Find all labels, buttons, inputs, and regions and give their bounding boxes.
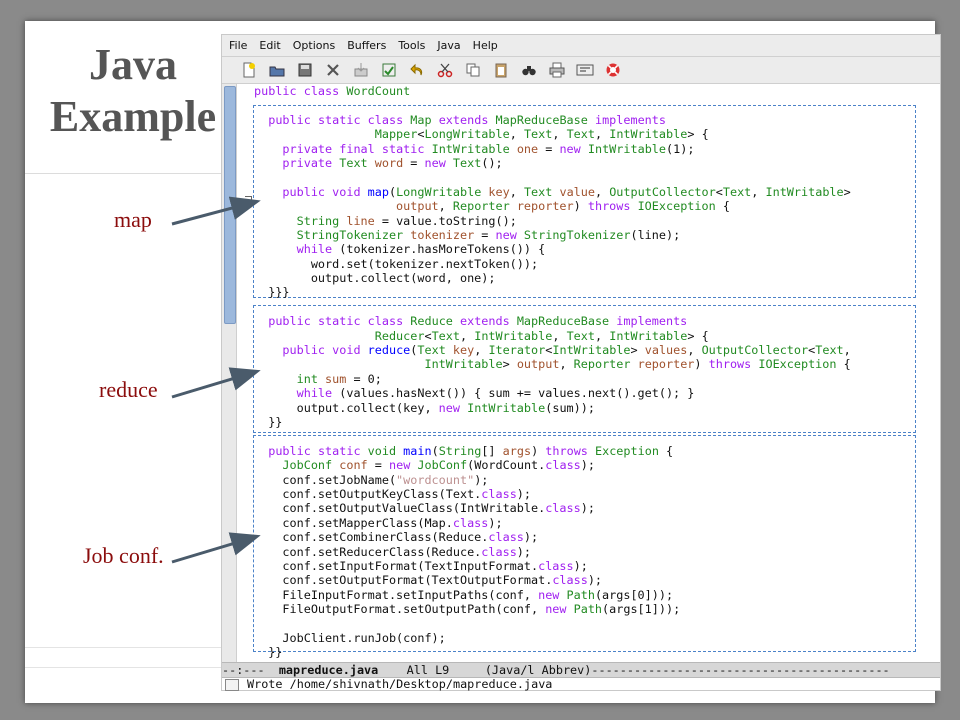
code-line: StringTokenizer tokenizer = new StringTo… <box>296 227 681 242</box>
title-box: Java Example <box>25 21 222 174</box>
copy-icon[interactable] <box>463 60 483 80</box>
menu-file[interactable]: File <box>229 39 248 52</box>
slide-title-line2: Example <box>49 92 217 141</box>
search-binoculars-icon[interactable] <box>519 60 539 80</box>
code-line: conf.setInputFormat(TextInputFormat.clas… <box>254 558 588 573</box>
modeline-position: All L9 <box>378 663 485 677</box>
menu-buffers[interactable]: Buffers <box>347 39 387 52</box>
menu-edit[interactable]: Edit <box>259 39 281 52</box>
code-line: conf.setReducerClass(Reduce.class); <box>254 544 532 559</box>
vertical-scrollbar[interactable] <box>222 84 237 662</box>
code-line: output, Reporter reporter) throws IOExce… <box>396 199 730 214</box>
emacs-window: File Edit Options Buffers Tools Java Help publ… <box>221 34 941 691</box>
echo-message: Wrote /home/shivnath/Desktop/mapreduce.j… <box>247 677 553 691</box>
code-line: Reducer<Text, IntWritable, Text, IntWrit… <box>374 328 709 343</box>
code-line <box>254 616 851 630</box>
code-line: String line = value.toString(); <box>296 213 517 228</box>
code-line: output.collect(key, new IntWritable(sum)… <box>254 400 595 415</box>
divider <box>25 667 222 668</box>
code-line: while (tokenizer.hasMoreTokens()) { <box>296 242 546 257</box>
echo-area[interactable]: Wrote /home/shivnath/Desktop/mapreduce.j… <box>222 677 940 691</box>
preferences-icon[interactable] <box>575 60 595 80</box>
modeline-fill: ----------------------------------------… <box>591 663 890 677</box>
code-line: Mapper<LongWritable, Text, Text, IntWrit… <box>374 127 709 142</box>
code-line: conf.setJobName("wordcount"); <box>254 472 489 487</box>
code-editor[interactable]: public class WordCount public static cla… <box>240 84 940 662</box>
code-line: output.collect(word, one); <box>254 271 496 286</box>
menu-bar: File Edit Options Buffers Tools Java Help <box>222 35 940 57</box>
slide-sidebar: Java Example <box>25 21 222 703</box>
modeline-prefix: --:--- <box>222 663 279 677</box>
code-line: JobClient.runJob(conf); <box>254 630 446 645</box>
undo-doc-icon[interactable] <box>379 60 399 80</box>
code-line: conf.setOutputValueClass(IntWritable.cla… <box>254 501 595 516</box>
code-line: }}} <box>254 285 290 300</box>
reduce-label: reduce <box>99 377 158 402</box>
mode-line: --:--- mapreduce.java All L9 (Java/l Abb… <box>222 662 940 678</box>
code-line: IntWritable> output, Reporter reporter) … <box>424 357 851 372</box>
menu-tools[interactable]: Tools <box>398 39 426 52</box>
modeline-mode: (Java/l Abbrev) <box>484 663 592 677</box>
code-line: public class WordCount <box>254 84 411 98</box>
code-line: conf.setMapperClass(Map.class); <box>254 515 503 530</box>
close-x-icon[interactable] <box>323 60 343 80</box>
new-file-icon[interactable] <box>239 60 259 80</box>
menu-java[interactable]: Java <box>437 39 461 52</box>
code-line: public void map(LongWritable key, Text v… <box>282 184 851 199</box>
code-text[interactable]: public class WordCount public static cla… <box>254 84 851 660</box>
code-line <box>254 170 851 184</box>
toolbar <box>222 57 940 84</box>
undo-arrow-icon[interactable] <box>407 60 427 80</box>
code-line <box>254 98 851 112</box>
code-line: }} <box>254 645 283 660</box>
code-line: conf.setCombinerClass(Reduce.class); <box>254 530 539 545</box>
code-line: int sum = 0; <box>296 371 382 386</box>
paste-clipboard-icon[interactable] <box>491 60 511 80</box>
code-line: FileOutputFormat.setOutputPath(conf, new… <box>254 602 681 617</box>
code-line: public static class Reduce extends MapRe… <box>268 314 688 329</box>
save-as-icon[interactable] <box>351 60 371 80</box>
minibuffer-indicator-icon <box>225 678 239 691</box>
cut-scissors-icon[interactable] <box>435 60 455 80</box>
code-line: private Text word = new Text(); <box>282 155 503 170</box>
code-line <box>254 300 851 314</box>
save-disk-icon[interactable] <box>295 60 315 80</box>
code-line: }} <box>254 414 283 429</box>
help-lifebuoy-icon[interactable] <box>603 60 623 80</box>
code-line: conf.setOutputFormat(TextOutputFormat.cl… <box>254 573 603 588</box>
code-line: public static void main(String[] args) t… <box>268 443 674 458</box>
code-line: public void reduce(Text key, Iterator<In… <box>282 343 851 358</box>
menu-help[interactable]: Help <box>472 39 498 52</box>
code-line: public static class Map extends MapReduc… <box>268 112 666 127</box>
slide-title: Java Example <box>43 39 223 143</box>
slide-title-line1: Java <box>89 40 177 89</box>
map-label: map <box>114 207 152 232</box>
code-line: word.set(tokenizer.nextToken()); <box>254 256 539 271</box>
open-folder-icon[interactable] <box>267 60 287 80</box>
code-line: conf.setOutputKeyClass(Text.class); <box>254 486 532 501</box>
scrollbar-thumb[interactable] <box>224 86 236 324</box>
menu-options[interactable]: Options <box>292 39 336 52</box>
code-line: JobConf conf = new JobConf(WordCount.cla… <box>282 458 595 473</box>
code-line: private final static IntWritable one = n… <box>282 141 695 156</box>
modeline-buffer-name: mapreduce.java <box>278 663 379 677</box>
divider <box>25 647 222 648</box>
code-line: while (values.hasNext()) { sum += values… <box>296 386 695 401</box>
code-line: FileInputFormat.setInputPaths(conf, new … <box>254 587 674 602</box>
jobconf-label: Job conf. <box>83 543 164 568</box>
code-line <box>254 429 851 443</box>
print-printer-icon[interactable] <box>547 60 567 80</box>
